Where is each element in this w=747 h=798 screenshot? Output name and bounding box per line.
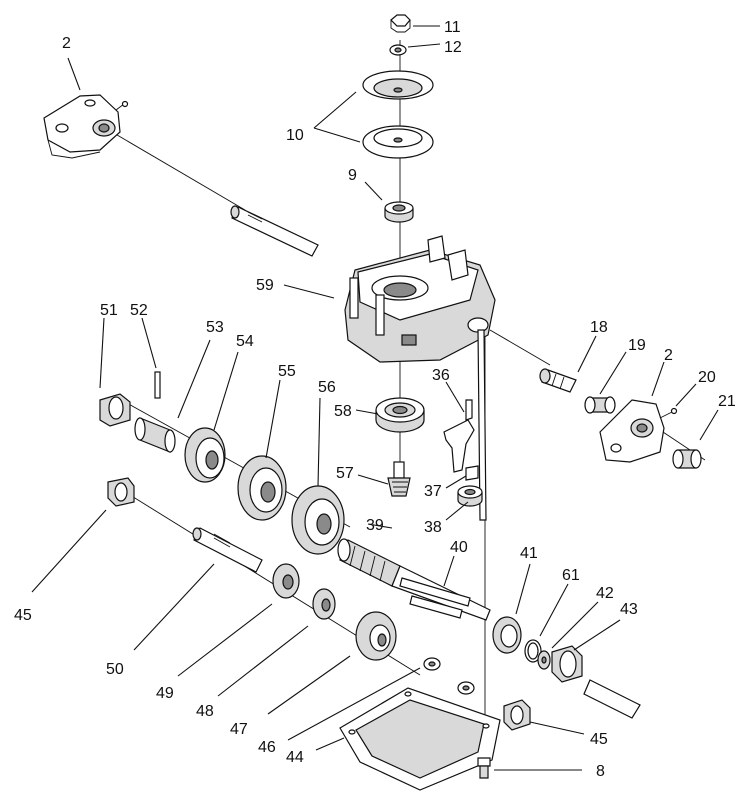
label-53: 53 <box>206 319 224 336</box>
label-58: 58 <box>334 403 352 420</box>
bearing-41 <box>492 616 522 654</box>
part-labels: 2 11 12 10 9 59 51 52 53 54 55 56 58 57 … <box>14 19 736 780</box>
pin-52 <box>154 371 161 399</box>
cup-washer-upper <box>362 70 434 100</box>
gear-49 <box>272 563 300 599</box>
label-9: 9 <box>348 167 357 184</box>
label-55: 55 <box>278 363 296 380</box>
bushing-9 <box>384 201 414 223</box>
label-41: 41 <box>520 545 538 562</box>
shaft-upper-left <box>230 205 319 257</box>
label-38: 38 <box>424 519 442 536</box>
sleeve-53 <box>134 417 176 453</box>
ring-61 <box>524 639 542 663</box>
label-44: 44 <box>286 749 304 766</box>
label-36: 36 <box>432 367 450 384</box>
label-50: 50 <box>106 661 124 678</box>
label-61: 61 <box>562 567 580 584</box>
shaft-50 <box>192 527 263 573</box>
label-46: 46 <box>258 739 276 756</box>
label-51: 51 <box>100 302 118 319</box>
label-18: 18 <box>590 319 608 336</box>
label-40: 40 <box>450 539 468 556</box>
label-54: 54 <box>236 333 254 350</box>
sleeve-18 <box>539 368 577 393</box>
label-45-left: 45 <box>14 607 32 624</box>
axis-left-upper <box>111 131 246 211</box>
label-12: 12 <box>444 39 462 56</box>
keys-40 <box>399 577 471 619</box>
nut-11 <box>390 14 411 33</box>
bushing-21 <box>672 449 702 469</box>
label-10: 10 <box>286 127 304 144</box>
bushing-45-left <box>107 477 135 507</box>
gear-47 <box>355 611 397 661</box>
bushing-45-right <box>503 699 531 731</box>
label-11: 11 <box>444 19 461 36</box>
label-37: 37 <box>424 483 442 500</box>
label-39: 39 <box>366 517 384 534</box>
gear-48 <box>312 588 336 620</box>
label-42: 42 <box>596 585 614 602</box>
bolt-8 <box>477 757 491 779</box>
cover-pan-44 <box>339 687 501 791</box>
collar-38 <box>457 485 483 507</box>
label-49: 49 <box>156 685 174 702</box>
leader-lines <box>31 25 719 771</box>
washers-46 <box>423 657 475 695</box>
cup-washer-lower <box>362 125 434 159</box>
bearing-58 <box>375 397 425 433</box>
housing-59 <box>344 235 496 363</box>
part-37 <box>465 465 479 481</box>
gear-55 <box>237 455 287 521</box>
label-21: 21 <box>718 393 736 410</box>
shift-fork-36 <box>443 399 475 473</box>
gear-56 <box>291 485 345 555</box>
axis-right-upper <box>489 329 551 366</box>
gear-54 <box>184 427 226 483</box>
shift-rod <box>477 329 487 521</box>
bushing-43 <box>551 645 641 719</box>
label-57: 57 <box>336 465 354 482</box>
label-19: 19 <box>628 337 646 354</box>
pinion-57 <box>387 461 411 497</box>
washer-12 <box>389 44 407 56</box>
label-52: 52 <box>130 302 148 319</box>
label-45-right: 45 <box>590 731 608 748</box>
bracket-upper-left <box>43 94 129 159</box>
label-8: 8 <box>596 763 605 780</box>
label-20: 20 <box>698 369 716 386</box>
label-56: 56 <box>318 379 336 396</box>
label-2-left: 2 <box>62 35 71 52</box>
label-59: 59 <box>256 277 274 294</box>
label-43: 43 <box>620 601 638 618</box>
washer-42 <box>537 650 551 670</box>
bracket-right <box>599 399 678 463</box>
label-2-right: 2 <box>664 347 673 364</box>
bushing-51 <box>99 393 131 427</box>
bushing-19 <box>584 396 616 414</box>
label-48: 48 <box>196 703 214 720</box>
label-47: 47 <box>230 721 248 738</box>
